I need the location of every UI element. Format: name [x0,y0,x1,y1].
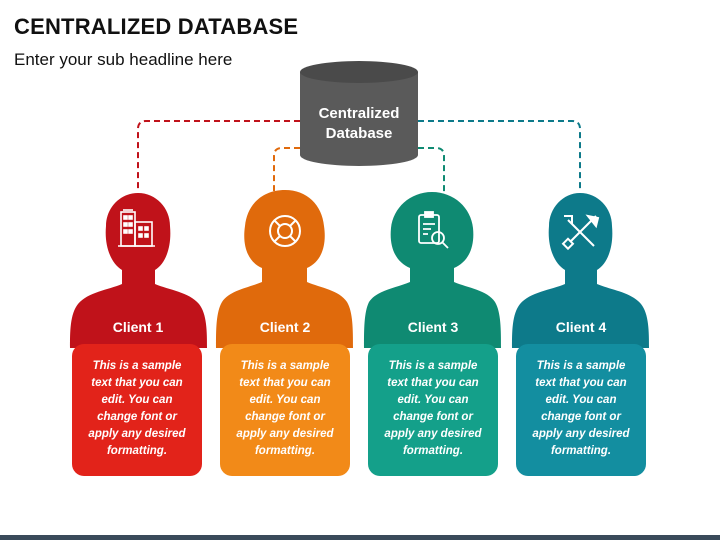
client-2-text-card: This is a sample text that you can edit.… [220,344,350,476]
client-4-label: Client 4 [555,319,607,335]
client-1-silhouette [70,193,207,348]
database-cylinder-icon [300,61,418,166]
tools-icon [561,214,600,251]
client-1-text-card: This is a sample text that you can edit.… [72,344,202,476]
database-label-line2: Database [325,125,393,142]
client-2-silhouette [216,190,353,348]
page-title: CENTRALIZED DATABASE [14,14,299,39]
connector-client-3 [418,147,445,196]
client-1-label: Client 1 [112,319,164,335]
client-3-text-card: This is a sample text that you can edit.… [368,344,498,476]
client-4-silhouette [512,193,649,348]
database-label: Centralized Database [300,104,418,144]
footer-bar [0,535,720,540]
lifebuoy-icon [269,215,301,247]
connector-client-4 [418,120,581,192]
page-subtitle: Enter your sub headline here [14,50,233,69]
client-4-text-card: This is a sample text that you can edit.… [516,344,646,476]
clipboard-search-icon [418,211,449,249]
database-label-line1: Centralized [318,105,400,122]
client-3-label: Client 3 [407,319,459,335]
building-icon [118,209,155,247]
client-3-silhouette [364,192,501,348]
client-2-label: Client 2 [259,319,311,335]
connector-client-2 [273,147,300,196]
connector-client-1 [137,120,300,192]
